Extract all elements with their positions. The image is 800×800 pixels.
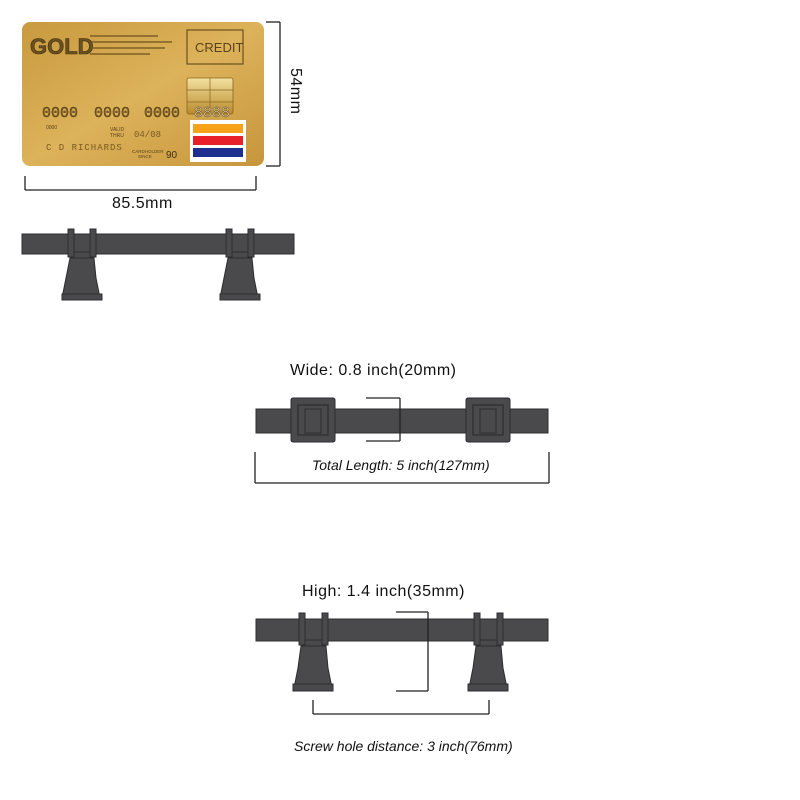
credit-card: GOLD CREDIT 0000 0000 0000 8888 0000 VAL… xyxy=(22,22,264,166)
handle-top-view xyxy=(255,397,549,443)
handle-side-post-right xyxy=(467,612,509,692)
card-small-code: 0000 xyxy=(46,125,57,131)
total-length-bracket xyxy=(254,452,550,484)
handle-top-base-left xyxy=(290,397,336,443)
high-dimension-bracket xyxy=(396,611,429,692)
card-stripe-red xyxy=(193,136,243,145)
handle-post-left xyxy=(61,228,103,301)
screw-distance-bracket xyxy=(312,700,490,715)
card-holder-since: 90 xyxy=(166,150,178,161)
wide-dimension-bracket xyxy=(366,397,401,442)
card-brand: GOLD xyxy=(30,34,94,59)
card-height-label: 54mm xyxy=(287,68,304,115)
card-holder-label-2: SINCE xyxy=(138,154,152,159)
card-holder-name: C D RICHARDS xyxy=(46,143,123,153)
card-height-dimension xyxy=(266,21,281,167)
handle-post-right xyxy=(219,228,261,301)
card-number-group-3: 0000 xyxy=(144,105,180,122)
card-number-group-1: 0000 xyxy=(42,105,78,122)
handle-side-view xyxy=(255,612,549,692)
handle-top-base-right xyxy=(465,397,511,443)
wide-label: Wide: 0.8 inch(20mm) xyxy=(290,362,457,379)
total-length-label: Total Length: 5 inch(127mm) xyxy=(312,457,490,473)
card-stripe-orange xyxy=(193,124,243,133)
card-valid-label-1: VALID xyxy=(110,127,124,133)
card-chip-lines xyxy=(187,78,233,114)
card-stripe-blue xyxy=(193,148,243,157)
card-width-label: 85.5mm xyxy=(112,195,173,212)
card-number-group-2: 0000 xyxy=(94,105,130,122)
card-brand-lines xyxy=(90,35,172,55)
card-width-dimension xyxy=(24,176,257,191)
screw-distance-label: Screw hole distance: 3 inch(76mm) xyxy=(294,738,513,754)
card-type-box xyxy=(186,29,244,65)
card-type-label: CREDIT xyxy=(195,40,243,55)
card-number-group-4: 8888 xyxy=(194,105,230,122)
handle-side-post-left xyxy=(292,612,334,692)
card-holder-label-1: CARDHOLDER xyxy=(132,149,164,154)
card-expiry: 04/08 xyxy=(134,130,161,140)
high-label: High: 1.4 inch(35mm) xyxy=(302,583,465,600)
handle-side-view-reference xyxy=(21,228,295,301)
card-valid-label-2: THRU xyxy=(110,133,124,139)
